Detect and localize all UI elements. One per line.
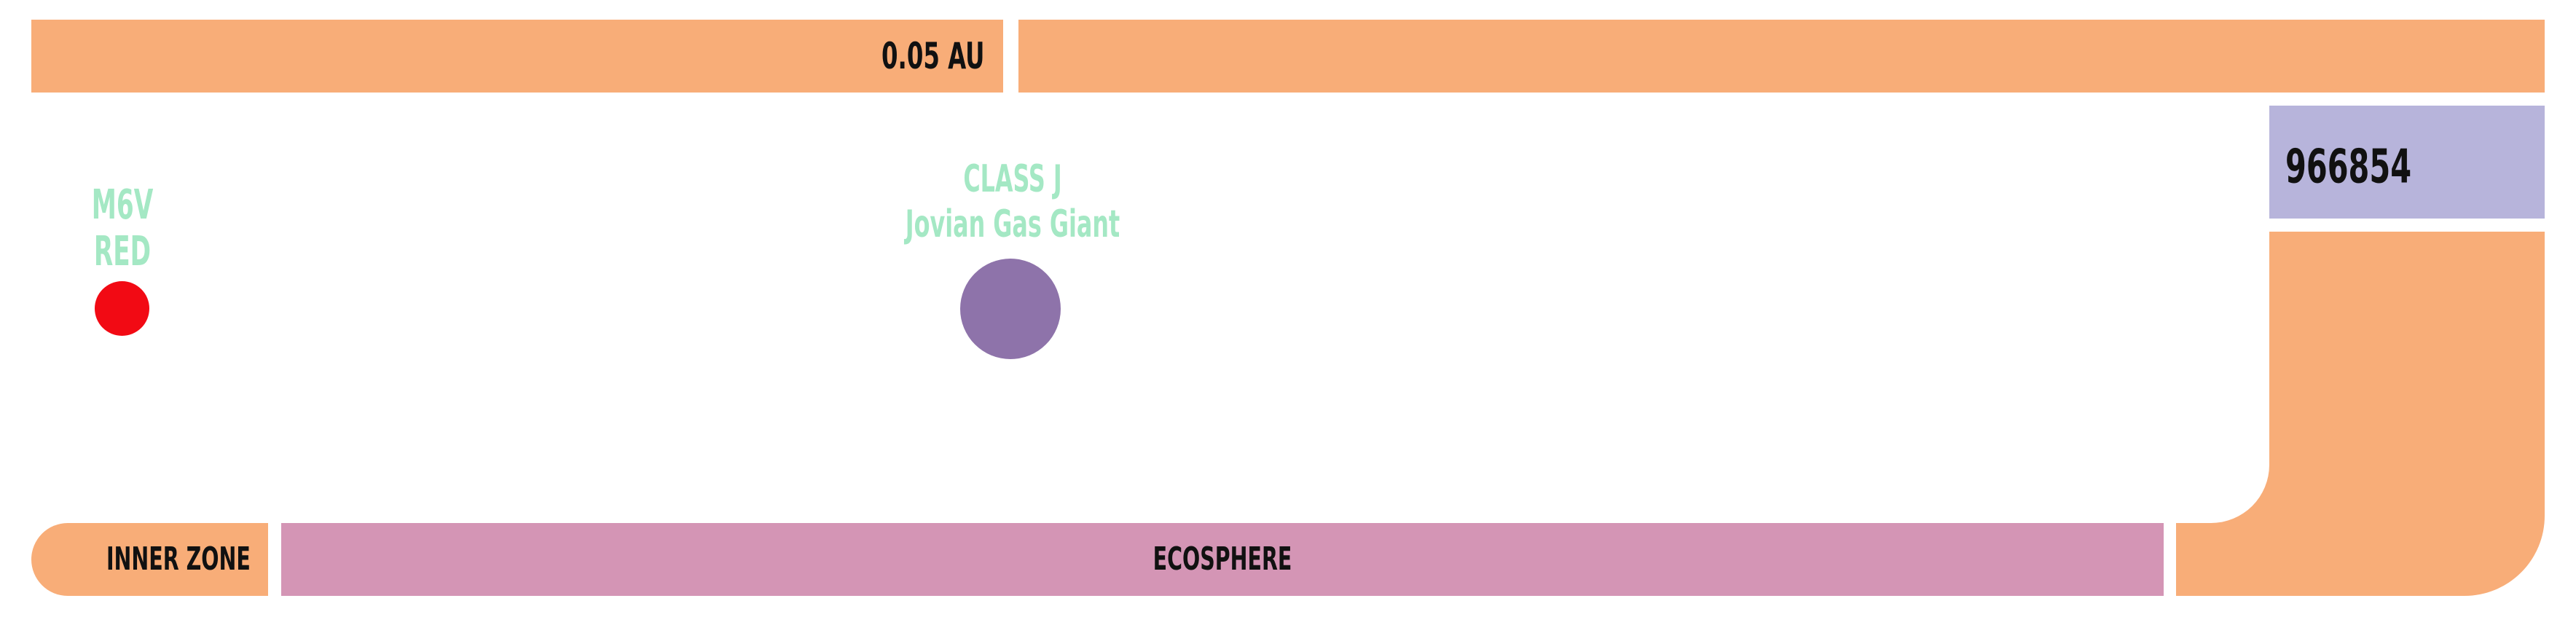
id-panel[interactable]: 966854 bbox=[2269, 106, 2545, 219]
elbow-frame bbox=[2269, 232, 2545, 596]
id-number: 966854 bbox=[2285, 139, 2412, 194]
planet-type: Jovian Gas Giant bbox=[905, 203, 1120, 247]
inner-zone-label: INNER ZONE bbox=[106, 541, 251, 578]
ecosphere-bar[interactable]: ECOSPHERE bbox=[281, 523, 2164, 596]
planet-label: CLASS J Jovian Gas Giant bbox=[889, 157, 1136, 248]
elbow-curve-cut bbox=[2176, 408, 2269, 523]
star-class: M6V bbox=[91, 181, 154, 229]
bottom-right-bar bbox=[2176, 523, 2278, 596]
star-icon[interactable] bbox=[95, 281, 149, 336]
star-color-name: RED bbox=[93, 228, 152, 276]
inner-zone-bar[interactable]: INNER ZONE bbox=[31, 523, 268, 596]
planet-class: CLASS J bbox=[963, 157, 1062, 201]
scale-bar: 0.05 AU bbox=[31, 20, 1003, 93]
planet-icon[interactable] bbox=[960, 259, 1061, 359]
ecosphere-label: ECOSPHERE bbox=[1152, 541, 1292, 578]
scale-label: 0.05 AU bbox=[881, 35, 984, 77]
top-right-bar bbox=[1018, 20, 2545, 93]
star-label: M6V RED bbox=[73, 181, 172, 276]
